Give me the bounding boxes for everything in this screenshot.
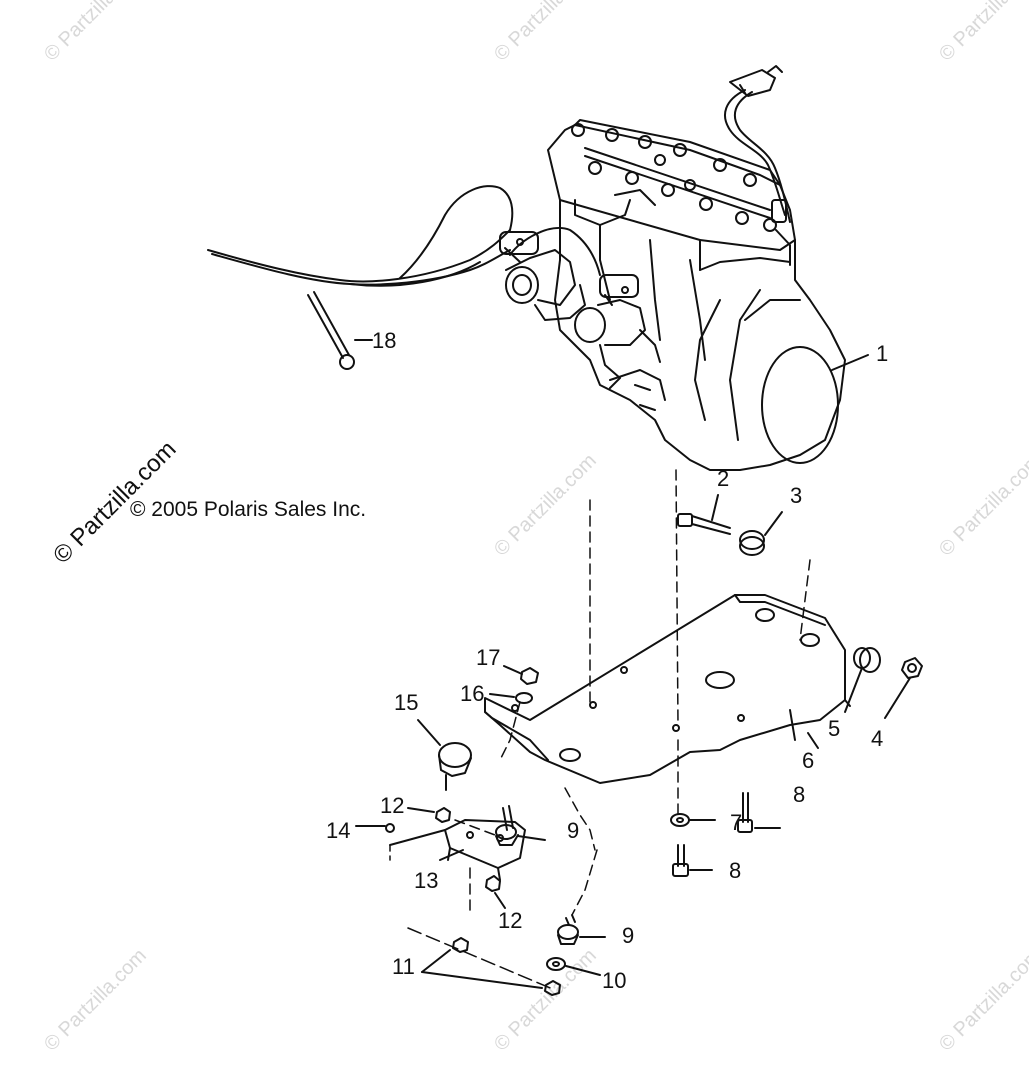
part-18-bolt (307, 291, 373, 370)
callout-8a: 8 (793, 782, 806, 807)
part-10-washer (546, 957, 601, 976)
callout-12a: 12 (380, 793, 405, 818)
callout-12b: 12 (498, 908, 523, 933)
part-3-mount (739, 511, 783, 556)
part-17-nut (503, 665, 539, 685)
part-14-screw (355, 823, 395, 833)
callout-10: 10 (602, 968, 627, 993)
copyright-notice: © 2005 Polaris Sales Inc. (130, 498, 367, 521)
callout-3: 3 (790, 483, 803, 508)
callout-17: 17 (476, 645, 501, 670)
part-8-bolts (672, 792, 781, 877)
callout-4: 4 (871, 726, 884, 751)
callout-16: 16 (460, 681, 485, 706)
dash-16 (499, 701, 521, 761)
callout-6: 6 (802, 748, 815, 773)
part-7-washer (670, 813, 716, 827)
callout-15: 15 (394, 690, 419, 715)
callout-9b: 9 (622, 923, 635, 948)
callout-7: 7 (730, 810, 743, 835)
leader-1 (831, 354, 869, 371)
part-9-studs (495, 805, 606, 945)
assembly-lines (589, 469, 811, 816)
callout-13: 13 (414, 868, 439, 893)
part-12-nuts (407, 807, 506, 909)
callout-14: 14 (326, 818, 351, 843)
callout-11: 11 (392, 954, 415, 979)
leader-6 (807, 732, 819, 749)
callout-8b: 8 (729, 858, 742, 883)
part-13-bracket (389, 819, 526, 881)
part-6-plate (484, 594, 851, 784)
callout-2: 2 (717, 466, 730, 491)
pulse-line (724, 65, 791, 266)
throttle-cables (207, 185, 601, 287)
part-16-washer (489, 692, 533, 704)
callout-9a: 9 (567, 818, 580, 843)
engine-assembly (547, 119, 846, 471)
part-2-bolt (677, 494, 731, 535)
callout-18: 18 (372, 328, 397, 353)
callout-1: 1 (876, 341, 889, 366)
part-5-grommet (844, 647, 881, 713)
dash-9b (571, 849, 598, 916)
callout-5: 5 (828, 716, 841, 741)
part-11-nuts (407, 927, 561, 996)
carburetors (499, 231, 661, 389)
dash-9a (564, 787, 596, 851)
part-15-bumper (417, 719, 472, 791)
part-4-nut (884, 657, 923, 719)
dash-12 (454, 819, 496, 836)
